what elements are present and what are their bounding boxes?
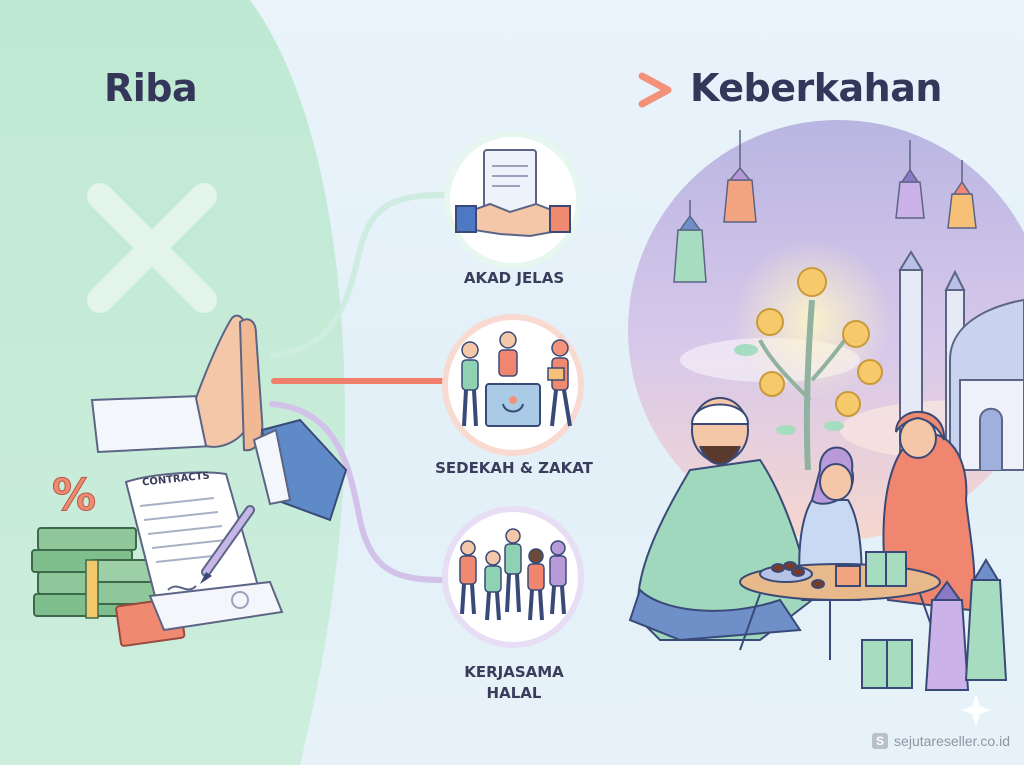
watermark-logo-icon: S: [872, 733, 888, 749]
sparkle-icon: [960, 694, 992, 726]
step-label-akad: AKAD JELAS: [414, 268, 614, 289]
title-riba: Riba: [104, 66, 197, 110]
step-circle-sedekah: [445, 317, 581, 453]
percent-sign: %: [52, 470, 96, 521]
watermark: S sejutareseller.co.id: [872, 733, 1010, 749]
step-circle-akad: [447, 134, 579, 266]
step-label-kerjasama: KERJASAMA HALAL: [414, 662, 614, 704]
title-keberkahan: Keberkahan: [690, 66, 942, 110]
watermark-text: sejutareseller.co.id: [894, 733, 1010, 749]
step-label-sedekah: SEDEKAH & ZAKAT: [414, 458, 614, 479]
step-circle-kerjasama: [445, 509, 581, 645]
